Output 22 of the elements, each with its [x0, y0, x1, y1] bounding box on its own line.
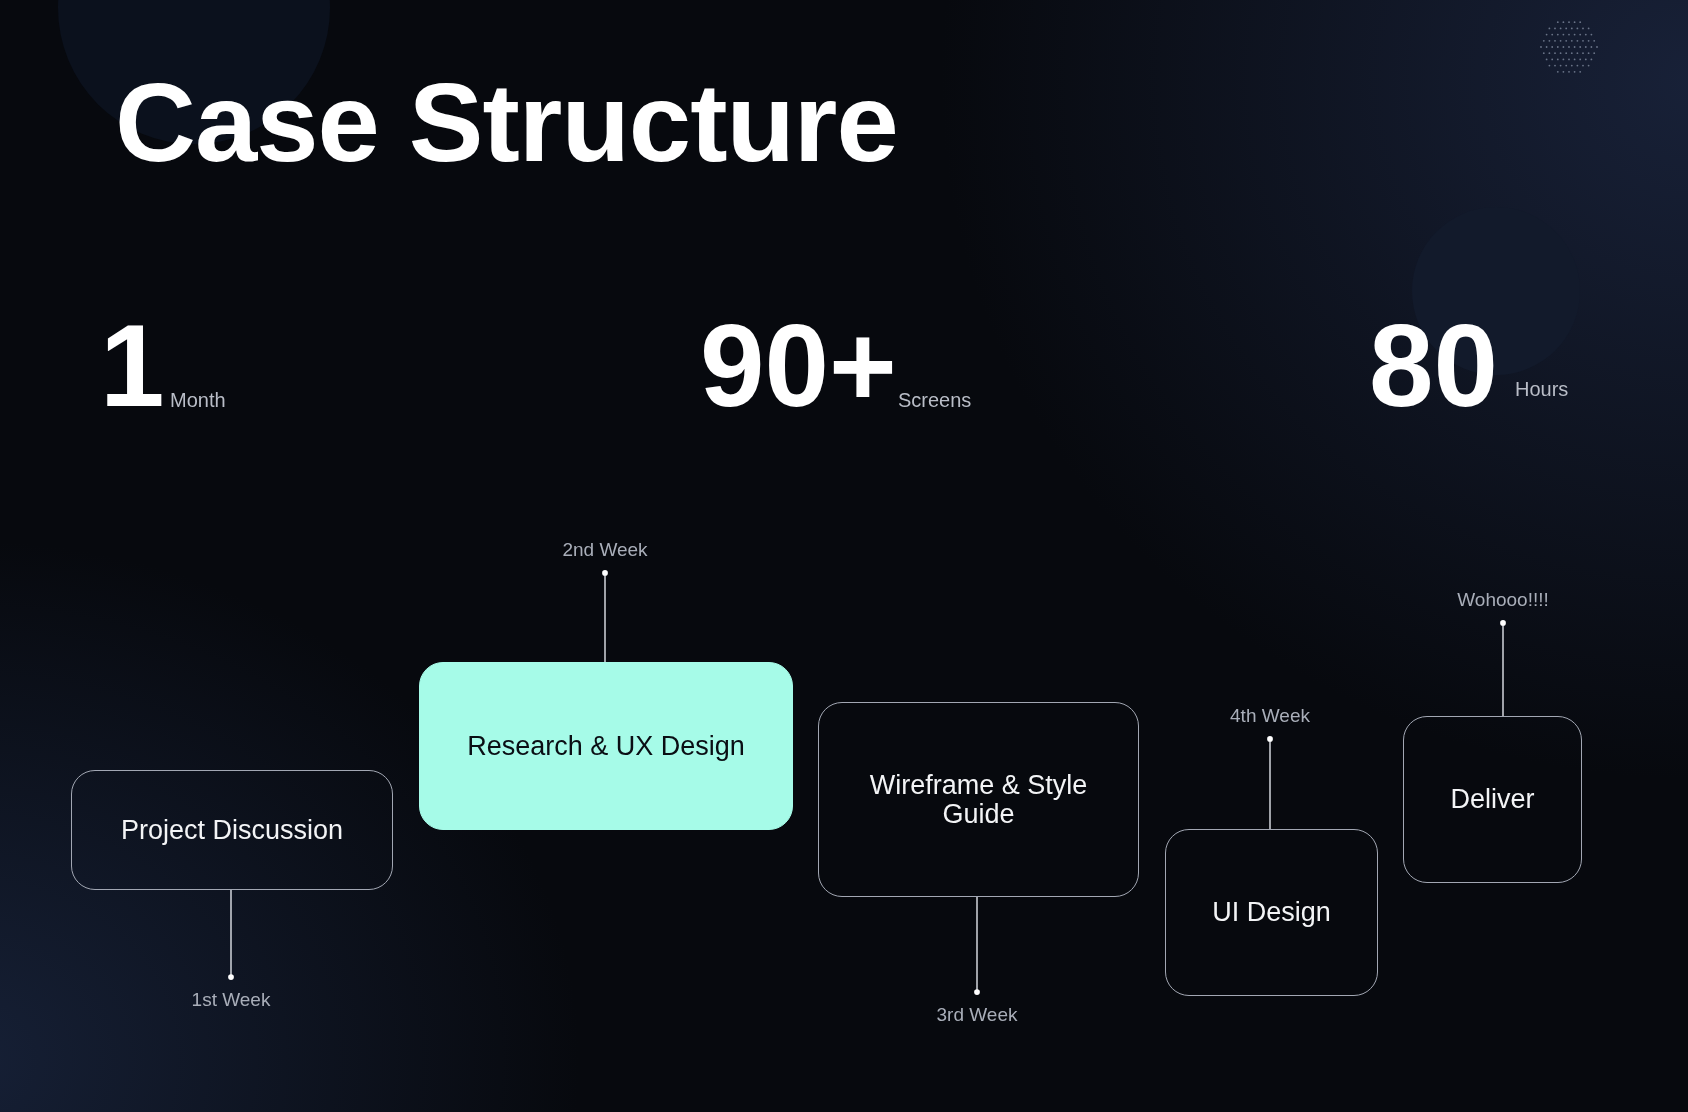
- leader-line: [974, 896, 980, 995]
- leader-line: [228, 889, 234, 980]
- process-box: Deliver: [1403, 716, 1582, 883]
- process-box: Wireframe & Style Guide: [818, 702, 1139, 897]
- leader-line: [1500, 620, 1506, 717]
- leader-line: [602, 570, 608, 663]
- stat-unit: Screens: [898, 390, 972, 410]
- page-title: Case Structure: [115, 67, 898, 179]
- milestone-label: 1st Week: [191, 989, 271, 1011]
- stat-unit: Hours: [1515, 379, 1569, 399]
- milestone-label: 2nd Week: [562, 539, 648, 561]
- milestone-label: Wohooo!!!!: [1457, 589, 1549, 611]
- process-box: Research & UX Design: [419, 662, 793, 830]
- milestone-label: 3rd Week: [936, 1004, 1018, 1026]
- stat-number: 90+: [700, 308, 897, 424]
- process-box: Project Discussion: [71, 770, 393, 890]
- stat-number: 80: [1369, 308, 1499, 424]
- stat-number: 1: [100, 308, 165, 424]
- process-box: UI Design: [1165, 829, 1378, 996]
- milestone-label: 4th Week: [1230, 705, 1310, 727]
- leader-line: [1267, 736, 1273, 830]
- stat-unit: Month: [170, 390, 226, 410]
